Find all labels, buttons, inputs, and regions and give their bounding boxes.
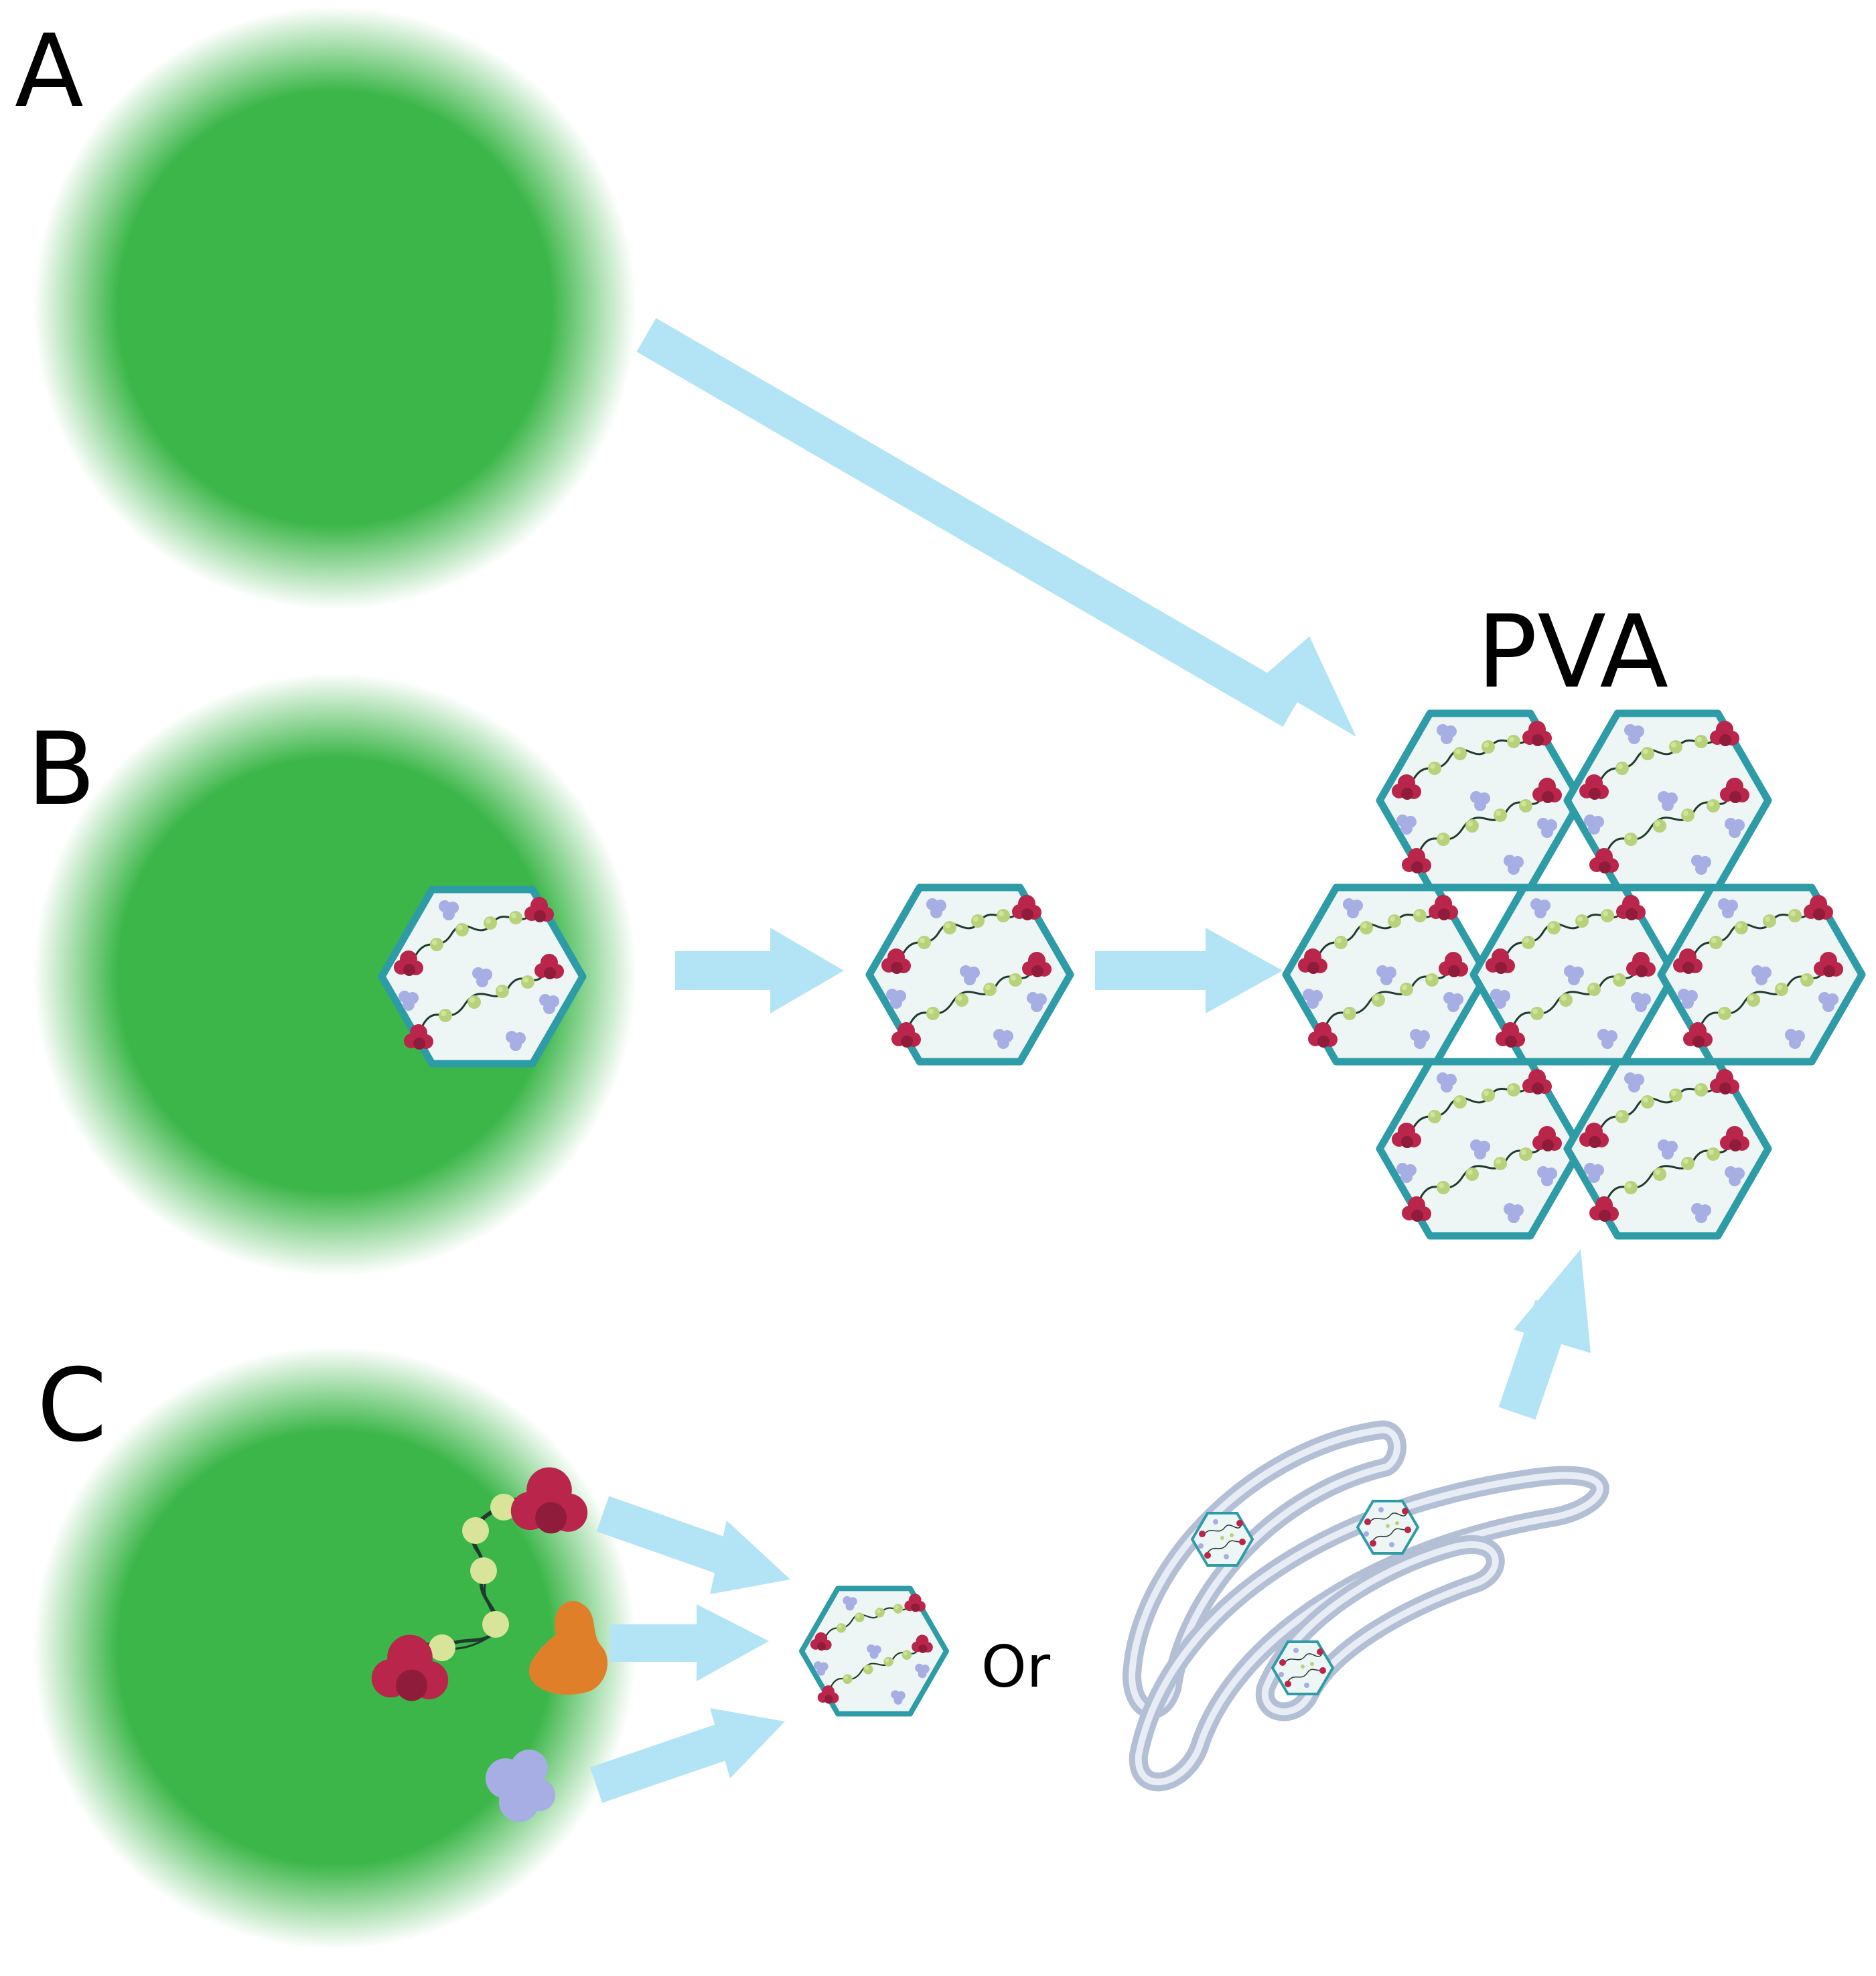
arrow-c-bottom (589, 1708, 785, 1803)
pva-compartment (1473, 888, 1674, 1062)
pva-compartment (1567, 713, 1768, 888)
arrow-er-to-pva (1498, 1249, 1591, 1420)
arrow-c-top (596, 1496, 790, 1594)
cell-c (33, 1346, 636, 1949)
panel-label-a: A (15, 13, 84, 130)
panel-label-c: C (37, 1348, 107, 1464)
arrow-a-to-pva (636, 317, 1356, 737)
lavender-protein (486, 1750, 555, 1822)
chain-protein-in-cell-c (371, 1467, 588, 1701)
pva-compartment (1286, 888, 1487, 1062)
pva-label: PVA (1477, 594, 1668, 711)
cell-b (33, 673, 636, 1276)
arrow-c-middle (609, 1604, 769, 1681)
pva-compartment (1380, 1062, 1581, 1236)
pva-cluster (1286, 713, 1862, 1236)
arrow-b-1 (675, 928, 844, 1013)
small-compartment-c (802, 1588, 946, 1713)
cell-a (33, 7, 636, 610)
endoplasmic-reticulum (1122, 1420, 1609, 1792)
compartment-released (869, 888, 1070, 1062)
or-label: Or (981, 1634, 1051, 1701)
pva-compartment (1380, 713, 1581, 888)
orange-protein (528, 1601, 608, 1695)
arrow-b-2 (1095, 928, 1283, 1013)
pva-compartment (1567, 1062, 1768, 1236)
pva-compartment (1661, 888, 1862, 1062)
